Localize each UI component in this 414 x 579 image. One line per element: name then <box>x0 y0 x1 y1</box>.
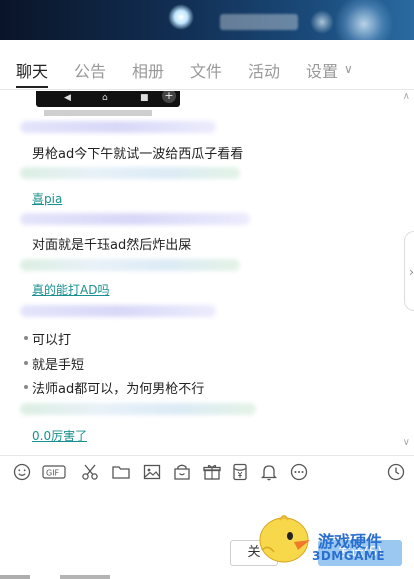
watermark-duck-logo <box>259 515 310 563</box>
bullet <box>24 336 28 340</box>
scroll-down-icon[interactable]: ∨ <box>402 437 410 448</box>
scroll-up-icon[interactable]: ∧ <box>402 91 410 102</box>
expand-icon[interactable]: + <box>162 91 176 103</box>
scissors-icon[interactable] <box>80 462 100 482</box>
chat-message: 就是手短 <box>32 358 85 373</box>
active-tab-indicator <box>16 86 48 88</box>
watermark-brand: 3DMGAME <box>312 549 386 563</box>
watermark-text: 游戏硬件 <box>318 532 383 551</box>
gif-icon[interactable]: GIF <box>42 462 66 482</box>
back-icon: ◀ <box>64 93 71 103</box>
folder-icon[interactable] <box>111 462 131 482</box>
banner-glow <box>168 4 194 30</box>
bullet <box>24 385 28 389</box>
blurred-sender <box>20 305 216 317</box>
blurred-sender <box>20 403 256 415</box>
chat-message: 男枪ad今下午就试一波给西瓜子看看 <box>32 147 244 162</box>
recent-apps-icon: ■ <box>140 93 149 103</box>
tab-bar: 聊天 公告 相册 文件 活动 设置 ∨ <box>0 40 414 90</box>
tab-files[interactable]: 文件 <box>190 62 223 81</box>
chat-message: 法师ad都可以，为何男枪不行 <box>32 382 205 397</box>
blurred-sender <box>20 259 240 271</box>
more-icon[interactable] <box>289 462 309 482</box>
banner-snowflake <box>334 0 394 40</box>
chat-message-link[interactable]: 喜pia <box>32 192 63 206</box>
tab-announcement[interactable]: 公告 <box>74 62 107 81</box>
screenshot-image[interactable]: ◀ ⌂ ■ + <box>36 91 180 107</box>
send-button[interactable]: 发送(S) <box>318 540 402 566</box>
tab-activity[interactable]: 活动 <box>248 62 281 81</box>
chat-message-link[interactable]: 真的能打AD吗 <box>32 283 110 297</box>
history-icon[interactable] <box>386 462 406 482</box>
bullet <box>24 361 28 365</box>
tab-chat[interactable]: 聊天 <box>16 62 49 81</box>
blurred-sender <box>20 121 216 133</box>
tab-settings[interactable]: 设置 <box>306 62 339 81</box>
banner-snowflake <box>310 10 334 34</box>
message-input[interactable]: 关 发送(S) 游戏硬件 3DMGAME <box>0 488 414 579</box>
home-icon: ⌂ <box>102 93 108 103</box>
blurred-sender <box>20 213 250 225</box>
bell-icon[interactable] <box>259 462 279 482</box>
side-panel-toggle[interactable]: › <box>404 231 414 311</box>
blurred-sender <box>20 167 240 179</box>
blurred-group-name <box>220 14 298 30</box>
gif-label: GIF <box>46 469 60 478</box>
image-caption-bar <box>44 110 152 116</box>
input-toolbar: GIF <box>0 455 414 487</box>
tab-album[interactable]: 相册 <box>132 62 165 81</box>
chat-message: 可以打 <box>32 333 72 348</box>
shop-icon[interactable] <box>172 462 192 482</box>
image-icon[interactable] <box>142 462 162 482</box>
chat-message-link[interactable]: 0.0厉害了 <box>32 429 88 443</box>
red-packet-icon[interactable] <box>230 462 250 482</box>
emoji-icon[interactable] <box>12 462 32 482</box>
chevron-down-icon[interactable]: ∨ <box>344 62 353 76</box>
bottom-edge <box>0 575 414 579</box>
header-banner <box>0 0 414 40</box>
gift-icon[interactable] <box>202 462 222 482</box>
chat-message: 对面就是千珏ad然后炸出屎 <box>32 238 192 253</box>
chat-area[interactable]: ◀ ⌂ ■ + 男枪ad今下午就试一波给西瓜子看看 喜pia 对面就是千珏ad然… <box>0 91 414 455</box>
